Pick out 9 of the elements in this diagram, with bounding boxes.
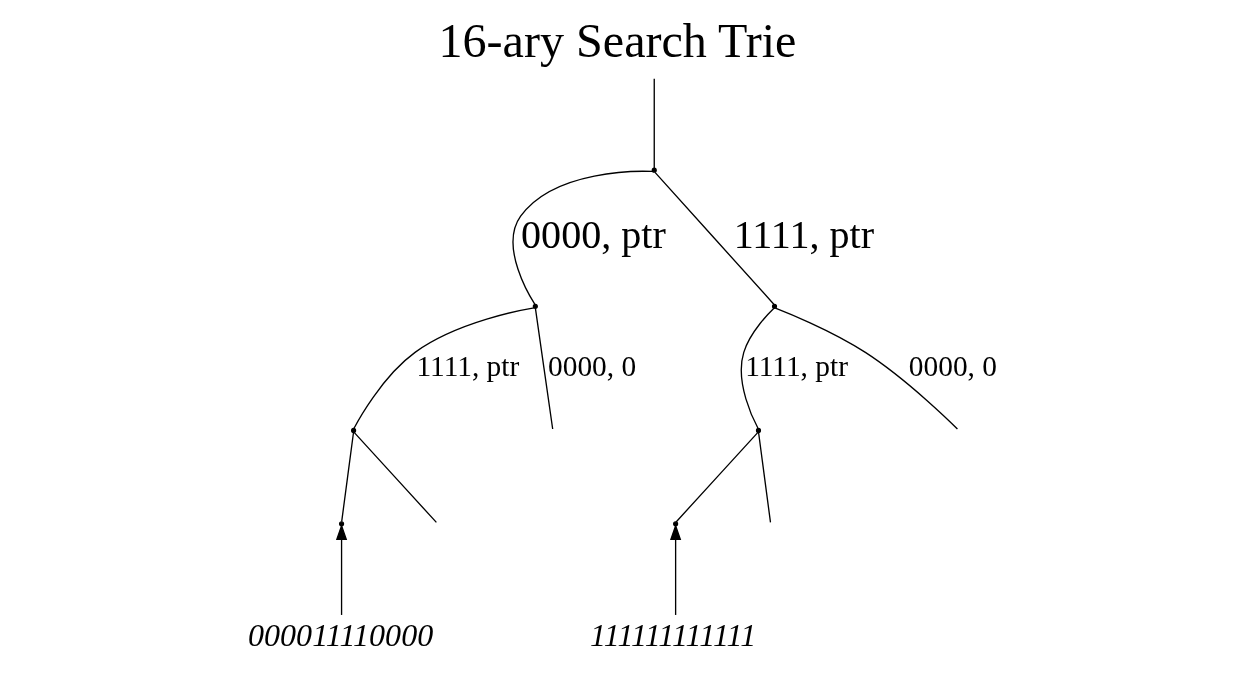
- node-text: 000011110000: [247, 617, 433, 654]
- edge-label: 1111, ptr: [744, 349, 848, 382]
- edge-label: 1111, ptr: [733, 212, 874, 258]
- node-text: 111111111111: [589, 617, 756, 654]
- edge-label: 0000, 0: [547, 349, 636, 382]
- edge-label: 1111, ptr: [415, 349, 519, 382]
- diagram-title: 16-ary Search Trie: [438, 14, 796, 68]
- edge-label: 0000, 0: [908, 349, 997, 382]
- edge-label: 0000, ptr: [520, 212, 666, 258]
